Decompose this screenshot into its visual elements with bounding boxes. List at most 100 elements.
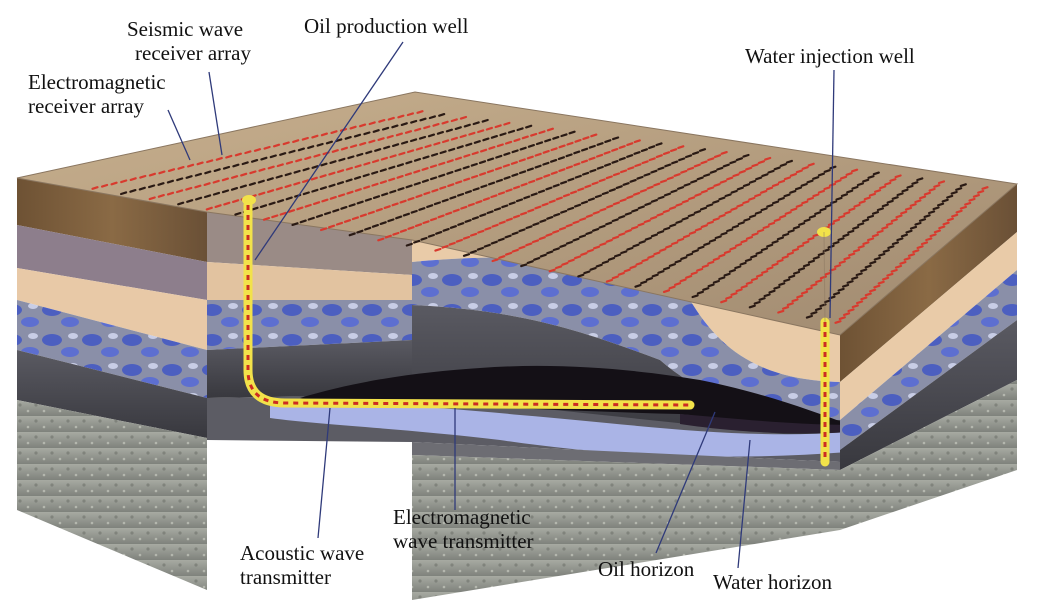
em-receiver-mark [565, 165, 574, 170]
em-receiver-mark [187, 163, 195, 168]
seismic-receiver-mark [748, 214, 757, 219]
seismic-receiver-mark [629, 179, 637, 183]
em-receiver-mark [706, 220, 714, 225]
seismic-receiver-mark [918, 218, 927, 222]
em-receiver-mark [399, 229, 407, 233]
seismic-receiver-mark [195, 196, 203, 201]
em-receiver-mark [632, 192, 641, 196]
em-receiver-mark [225, 154, 233, 159]
em-receiver-mark [858, 200, 866, 204]
em-receiver-mark [313, 201, 321, 205]
seismic-receiver-mark [644, 236, 652, 241]
seismic-receiver-mark [324, 211, 332, 216]
em-receiver-mark [757, 160, 766, 164]
seismic-receiver-mark [413, 158, 422, 162]
em-receiver-mark [838, 260, 846, 265]
em-receiver-mark [712, 217, 720, 222]
seismic-receiver-mark [329, 160, 337, 164]
seismic-receiver-mark [405, 160, 413, 165]
em-receiver-mark [686, 166, 695, 171]
seismic-receiver-mark [846, 189, 854, 194]
front-right-face [412, 184, 1017, 600]
seismic-receiver-mark [277, 199, 285, 203]
em-receiver-mark [445, 211, 453, 216]
em-receiver-mark [701, 264, 709, 269]
em-receiver-mark [535, 176, 543, 181]
em-receiver-mark [738, 170, 746, 174]
seismic-receiver-mark [637, 205, 645, 210]
seismic-receiver-mark [129, 189, 137, 193]
em-receiver-mark [824, 271, 832, 276]
em-receiver-mark [475, 200, 483, 204]
em-receiver-mark [477, 129, 485, 134]
em-receiver-mark [938, 225, 946, 230]
em-receiver-mark [868, 192, 877, 197]
seismic-receiver-mark [526, 260, 534, 264]
seismic-receiver-mark [311, 165, 319, 169]
seismic-receiver-mark [435, 231, 443, 235]
seismic-receiver-mark [670, 189, 678, 194]
seismic-receiver-mark [837, 287, 845, 292]
em-receiver-mark [167, 168, 176, 172]
em-receiver-mark [877, 280, 885, 285]
label-line: receiver array [135, 41, 251, 65]
label-line: transmitter [240, 565, 331, 589]
seismic-receiver-mark [817, 252, 825, 256]
em-receiver-mark [681, 199, 689, 204]
em-receiver-mark [626, 195, 634, 199]
seismic-receiver-mark [891, 196, 899, 200]
seismic-receiver-mark [457, 222, 465, 226]
em-receiver-mark [407, 226, 415, 230]
seismic-receiver-mark [640, 280, 648, 285]
seismic-receiver-mark [896, 237, 904, 242]
em-receiver-mark [321, 198, 329, 203]
seismic-receiver-mark [797, 267, 806, 271]
em-receiver-mark [895, 214, 903, 219]
em-receiver-mark [653, 182, 661, 187]
seismic-receiver-mark [473, 140, 481, 144]
em-receiver-mark [719, 179, 727, 184]
em-receiver-mark [521, 135, 529, 140]
em-receiver-mark [569, 190, 578, 195]
em-receiver-mark [448, 241, 456, 246]
em-receiver-mark [933, 229, 942, 234]
seismic-receiver-mark [860, 268, 868, 273]
seismic-receiver-mark [696, 176, 704, 181]
em-receiver-mark [718, 214, 726, 218]
em-receiver-mark [928, 187, 936, 192]
em-receiver-mark [673, 173, 681, 177]
seismic-receiver-mark [469, 250, 477, 254]
em-receiver-mark [925, 237, 933, 242]
em-receiver-mark [795, 169, 803, 174]
seismic-receiver-mark [539, 253, 547, 258]
seismic-receiver-mark [643, 172, 651, 177]
seismic-receiver-mark [348, 203, 356, 208]
seismic-receiver-mark [420, 236, 428, 241]
em-receiver-mark [590, 133, 598, 138]
seismic-receiver-mark [657, 270, 665, 274]
seismic-receiver-mark [735, 157, 744, 161]
em-receiver-mark [834, 320, 842, 324]
em-receiver-mark [166, 191, 175, 196]
em-receiver-mark [331, 149, 339, 153]
seismic-receiver-mark [185, 175, 193, 179]
seismic-receiver-mark [767, 169, 775, 174]
em-receiver-mark [398, 151, 406, 156]
oil-horizon-layer [300, 365, 850, 427]
seismic-receiver-mark [823, 299, 832, 304]
em-receiver-mark [690, 271, 698, 276]
em-receiver-mark [416, 110, 424, 114]
seismic-receiver-mark [275, 174, 283, 179]
seismic-receiver-mark [876, 207, 885, 212]
seismic-receiver-mark [436, 131, 444, 135]
em-receiver-mark [916, 245, 924, 249]
em-receiver-mark [567, 258, 575, 263]
seismic-receiver-mark [771, 240, 779, 244]
seismic-receiver-mark [650, 169, 658, 174]
seismic-receiver-mark [681, 216, 689, 221]
em-receiver-mark [634, 163, 642, 168]
em-receiver-mark [223, 201, 231, 206]
seismic-receiver-mark [401, 140, 409, 145]
seismic-receiver-mark [867, 175, 875, 179]
em-receiver-mark [677, 145, 685, 149]
